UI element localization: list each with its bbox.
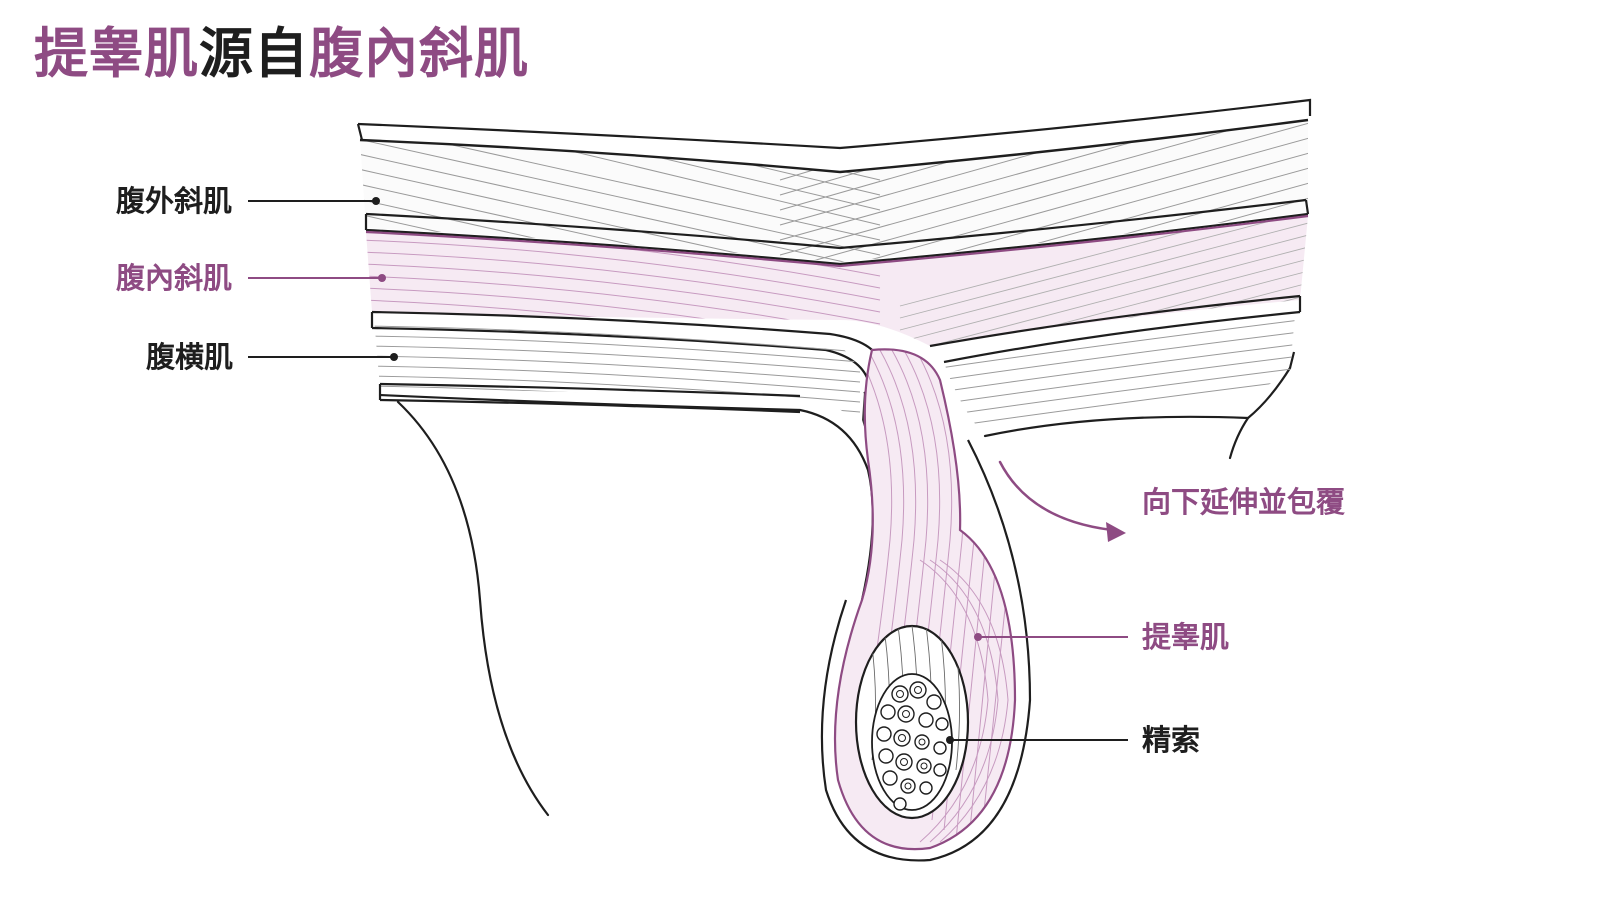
- page-title: 提睾肌源自腹內斜肌: [34, 22, 529, 87]
- layer-divider-3: [378, 351, 1296, 414]
- curved-arrow: [998, 460, 1126, 542]
- layer-divider-2: [370, 294, 1302, 381]
- title-part-cremaster: 提睾肌: [34, 22, 199, 85]
- spermatic-cord: [854, 624, 970, 820]
- cord-vessels: [876, 681, 949, 811]
- layer-divider-1: [364, 198, 1310, 266]
- label-internal-oblique: 腹內斜肌: [116, 261, 233, 295]
- label-external-oblique: 腹外斜肌: [116, 184, 233, 218]
- label-cremaster: 提睾肌: [1142, 620, 1230, 654]
- transversus-layer: [374, 319, 1296, 429]
- title-part-internal-oblique: 腹內斜肌: [309, 22, 529, 85]
- label-spermatic-cord: 精索: [1142, 723, 1201, 757]
- label-extends-and-covers: 向下延伸並包覆: [1142, 485, 1346, 519]
- leader-lines: [248, 197, 1128, 744]
- title-part-from: 源自: [199, 22, 309, 85]
- label-transversus: 腹横肌: [146, 340, 234, 374]
